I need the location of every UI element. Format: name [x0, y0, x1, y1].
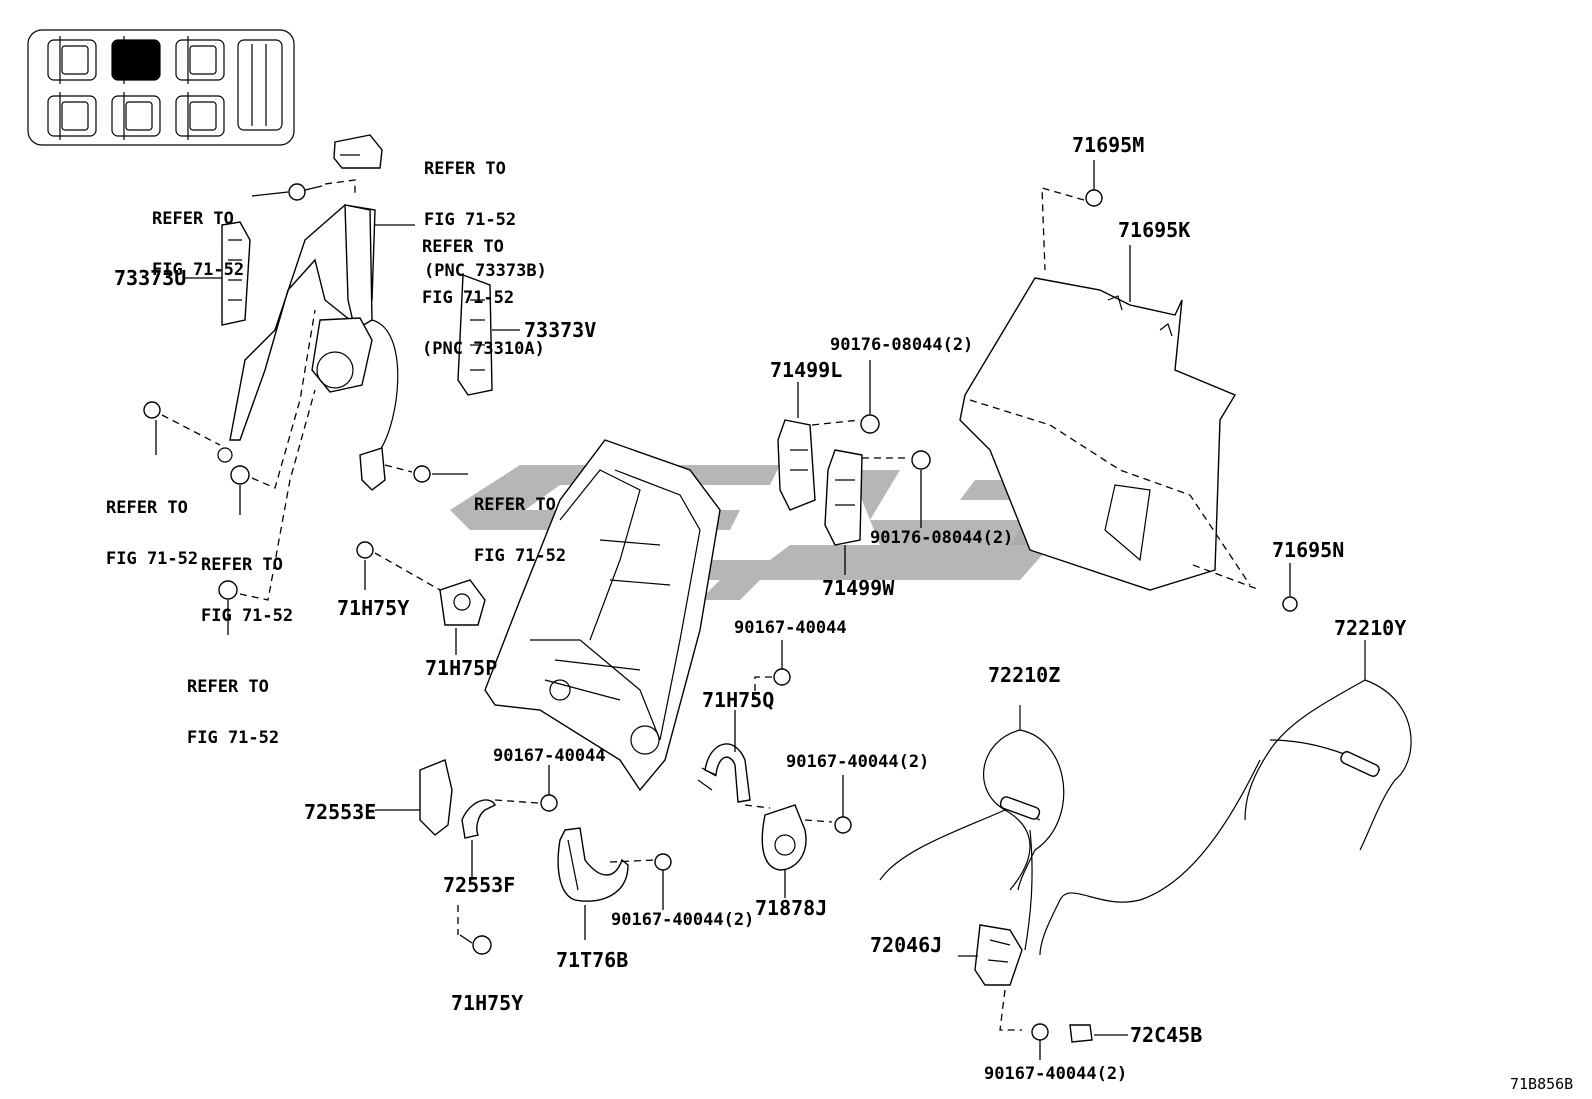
cable-72210y: [1039, 640, 1412, 956]
refer-line: (PNC 73373B): [424, 261, 547, 281]
refer-line: REFER TO: [152, 209, 234, 229]
part-label-90176-top[interactable]: 90176-08044(2): [830, 335, 974, 355]
part-label-71h75y-top[interactable]: 71H75Y: [337, 596, 410, 620]
part-label-90167-e[interactable]: 90167-40044(2): [984, 1064, 1128, 1084]
part-label-71878j[interactable]: 71878J: [755, 896, 828, 920]
bracket-72046j: [958, 924, 1023, 1031]
clip-90167-e: [1031, 1023, 1049, 1060]
trim-73373v: [457, 274, 520, 396]
clip-72c45b: [1069, 1024, 1128, 1043]
cover-72553f: [457, 799, 496, 935]
part-label-71695k[interactable]: 71695K: [1118, 218, 1191, 242]
refer-line: FIG 71-52: [474, 546, 567, 566]
panel-71695k: [959, 245, 1261, 591]
cover-71t76b: [557, 827, 656, 940]
cover-71878j: [761, 804, 833, 898]
part-label-71499w[interactable]: 71499W: [822, 576, 895, 600]
part-label-71h75q[interactable]: 71H75Q: [702, 688, 775, 712]
part-label-90167-a[interactable]: 90167-40044: [734, 618, 847, 638]
refer-line: REFER TO: [474, 495, 556, 515]
nut-center-ref: [384, 464, 468, 483]
nut-left-3: [218, 389, 316, 635]
refer-note-left-2: REFER TO FIG 71-52: [201, 523, 293, 642]
bolt-ref-top: [251, 179, 356, 201]
refer-line: (PNC 73310A): [422, 339, 545, 359]
part-label-71t76b[interactable]: 71T76B: [556, 948, 629, 972]
nut-90176-bottom: [911, 450, 931, 528]
refer-line: REFER TO: [422, 237, 504, 257]
bolt-90167-a: [754, 640, 791, 700]
part-label-72553e[interactable]: 72553E: [304, 800, 377, 824]
refer-note-73310a: REFER TO FIG 71-52 (PNC 73310A): [422, 205, 545, 375]
part-label-90176-bottom[interactable]: 90176-08044(2): [870, 528, 1014, 548]
bolt-90167-b: [494, 765, 558, 812]
refer-line: REFER TO: [106, 498, 188, 518]
part-label-73373v[interactable]: 73373V: [524, 318, 597, 342]
nut-left-2: [230, 309, 316, 515]
screw-71h75y-bottom: [459, 934, 492, 955]
part-label-72210y[interactable]: 72210Y: [1334, 616, 1407, 640]
part-label-71695n[interactable]: 71695N: [1272, 538, 1345, 562]
part-label-71695m[interactable]: 71695M: [1072, 133, 1145, 157]
seat-locator-icon: [27, 29, 295, 146]
cable-72210z: [879, 705, 1065, 951]
part-label-72553f[interactable]: 72553F: [443, 873, 516, 897]
refer-line: FIG 71-52: [422, 288, 515, 308]
cover-72553e: [375, 759, 453, 836]
refer-line: FIG 71-52: [424, 210, 517, 230]
seatback-frame: [484, 439, 721, 792]
bolt-left-1: [143, 401, 221, 455]
trim-73373u: [185, 221, 251, 326]
part-label-72210z[interactable]: 72210Z: [988, 663, 1061, 687]
bolt-90167-c: [834, 775, 852, 834]
hinge-71499l: [777, 382, 861, 511]
part-label-72c45b[interactable]: 72C45B: [1130, 1023, 1203, 1047]
bolt-90167-d: [654, 853, 672, 910]
cover-73373b: [333, 134, 383, 169]
part-label-90167-b[interactable]: 90167-40044: [493, 746, 606, 766]
refer-note-center: REFER TO FIG 71-52: [474, 463, 566, 582]
refer-note-left-3: REFER TO FIG 71-52: [187, 645, 279, 764]
clip-71695m: [1041, 160, 1103, 271]
seat-belt-assembly: [217, 204, 415, 491]
part-label-71h75p[interactable]: 71H75P: [425, 656, 498, 680]
hinge-71499w: [824, 449, 910, 575]
part-label-72046j[interactable]: 72046J: [870, 933, 943, 957]
refer-line: REFER TO: [201, 555, 283, 575]
refer-line: FIG 71-52: [152, 260, 245, 280]
refer-line: FIG 71-52: [106, 549, 199, 569]
clip-71695n: [1282, 563, 1298, 612]
nut-90176-top: [860, 360, 880, 434]
diagram-code: 71B856B: [1510, 1075, 1574, 1093]
part-label-71h75y-bottom[interactable]: 71H75Y: [451, 991, 524, 1015]
part-label-90167-c[interactable]: 90167-40044(2): [786, 752, 930, 772]
part-label-90167-d[interactable]: 90167-40044(2): [611, 910, 755, 930]
refer-line: REFER TO: [187, 677, 269, 697]
refer-note-73373b: REFER TO FIG 71-52 (PNC 73373B): [424, 127, 547, 297]
refer-line: REFER TO: [424, 159, 506, 179]
part-label-71499l[interactable]: 71499L: [770, 358, 843, 382]
refer-line: FIG 71-52: [187, 728, 280, 748]
screw-71h75y-top: [356, 541, 441, 591]
bracket-71h75p: [439, 579, 486, 655]
part-label-73373u[interactable]: 73373U: [114, 266, 187, 290]
refer-note-left-1: REFER TO FIG 71-52: [106, 466, 198, 585]
guide-71h75q: [697, 710, 771, 809]
refer-note-bolt-top: REFER TO FIG 71-52: [152, 177, 244, 296]
refer-line: FIG 71-52: [201, 606, 294, 626]
